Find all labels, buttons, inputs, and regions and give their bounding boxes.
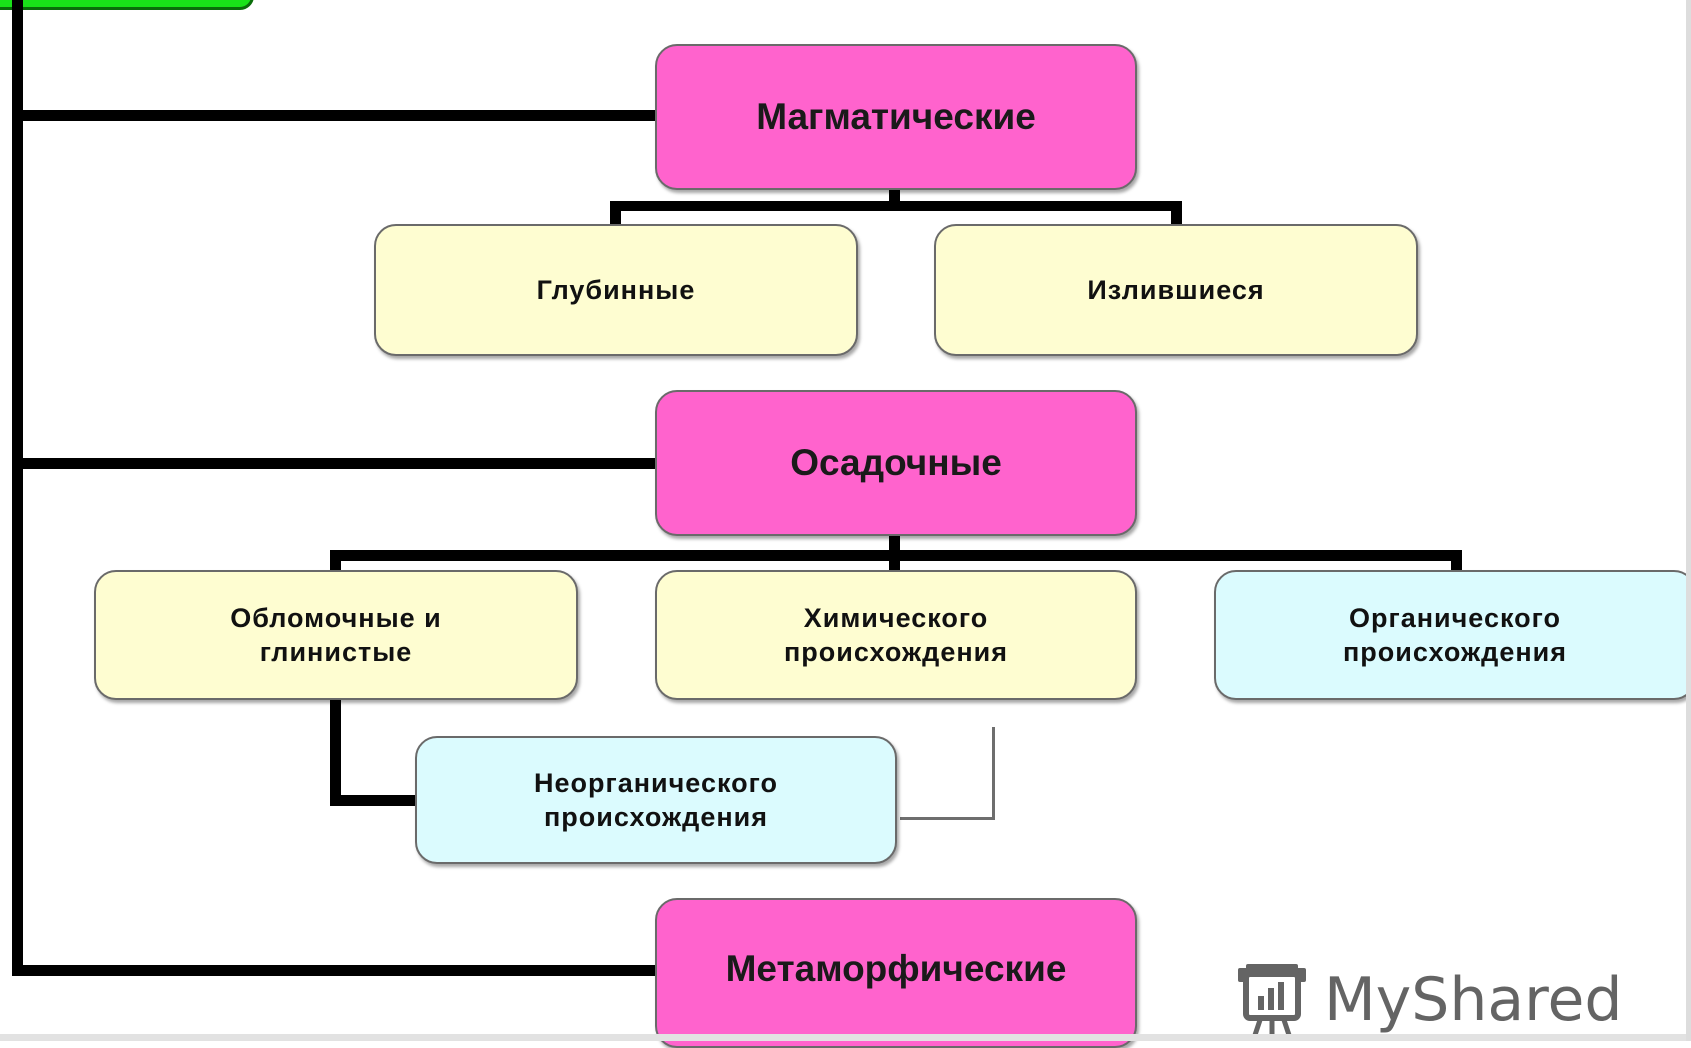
myshared-watermark: MyShared	[1232, 958, 1623, 1042]
node-effusive-label: Излившиеся	[1087, 275, 1265, 305]
organic-drop	[1451, 550, 1462, 572]
node-chemical-line2: происхождения	[784, 637, 1008, 667]
clastic-to-inorganic-vertical	[330, 697, 341, 806]
deep-drop	[610, 201, 621, 226]
branch-magmatic	[12, 110, 655, 121]
node-inorganic-line2: происхождения	[544, 802, 768, 832]
node-magmatic: Магматические	[655, 44, 1137, 190]
node-clastic-line2: глинистые	[259, 637, 413, 667]
node-chemical: Химического происхождения	[655, 570, 1137, 700]
branch-metamorphic	[12, 965, 655, 976]
magmatic-bar	[610, 201, 1181, 211]
node-clastic: Обломочные и глинистые	[94, 570, 578, 700]
watermark-text: MyShared	[1324, 965, 1623, 1035]
node-metamorphic: Метаморфические	[655, 898, 1137, 1048]
node-clastic-label: Обломочные и глинистые	[230, 601, 442, 669]
node-deep: Глубинные	[374, 224, 858, 356]
node-inorganic-label: Неорганического происхождения	[534, 766, 778, 834]
node-inorganic-line1: Неорганического	[533, 768, 779, 798]
chemical-to-inorganic-vertical	[992, 727, 995, 820]
node-sedimentary-label: Осадочные	[790, 442, 1002, 483]
branch-sedimentary	[12, 458, 655, 469]
chemical-to-inorganic-horizontal	[900, 817, 995, 820]
node-deep-label: Глубинные	[536, 275, 696, 305]
sedimentary-bar	[330, 550, 1462, 561]
node-chemical-label: Химического происхождения	[784, 601, 1008, 669]
node-effusive: Излившиеся	[934, 224, 1418, 356]
bottom-border	[0, 1034, 1691, 1041]
node-organic-line1: Органического	[1348, 603, 1562, 633]
node-sedimentary: Осадочные	[655, 390, 1137, 536]
clastic-drop	[330, 550, 341, 572]
root-node-fragment	[0, 0, 254, 10]
trunk-connector	[12, 0, 23, 975]
node-chemical-line1: Химического	[803, 603, 989, 633]
node-metamorphic-label: Метаморфические	[725, 948, 1067, 989]
clastic-to-inorganic-horizontal	[330, 795, 417, 806]
node-organic-line2: происхождения	[1343, 637, 1567, 667]
presentation-board-icon	[1232, 958, 1312, 1043]
right-border	[1686, 0, 1691, 1041]
node-clastic-line1: Обломочные и	[230, 603, 442, 633]
magmatic-stem	[889, 188, 900, 208]
node-magmatic-label: Магматические	[756, 96, 1036, 137]
node-organic-label: Органического происхождения	[1343, 601, 1567, 669]
effusive-drop	[1171, 201, 1182, 226]
node-organic: Органического происхождения	[1214, 570, 1691, 700]
node-inorganic: Неорганического происхождения	[415, 736, 897, 864]
